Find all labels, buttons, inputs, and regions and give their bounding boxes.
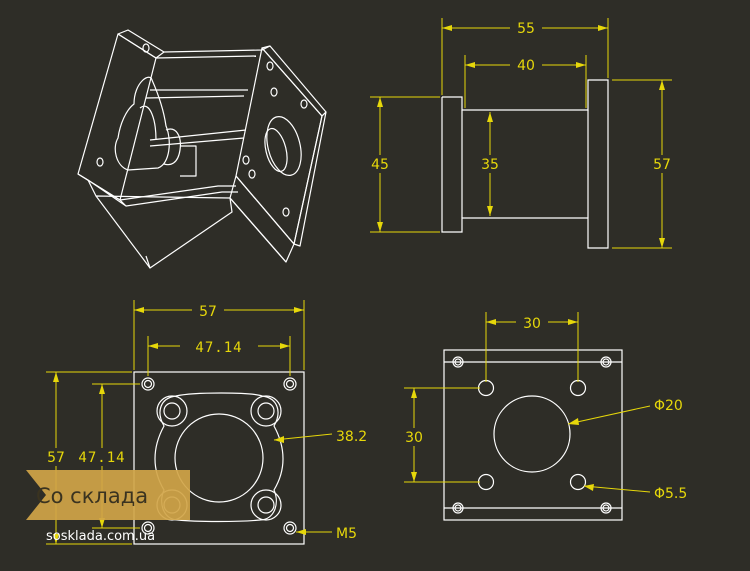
rear-dim-30h-bg [516,314,548,330]
side-dim-width-overall: 55 [517,21,535,37]
side-dim-40-bg [510,57,542,73]
rear-dim-center-bore: Φ20 [654,398,683,414]
front-dim-height-overall: 57 [47,450,65,466]
rear-view-arrows [411,319,594,491]
front-dim-47v-bg [76,448,128,466]
front-dim-hole-spacing-h: 47.14 [195,340,242,356]
isometric-view [77,29,327,269]
front-dim-hole-spacing-v: 47.14 [78,450,125,466]
front-dim-corner-hole: M5 [336,526,357,542]
side-dim-height-left: 45 [371,157,389,173]
rear-dim-hole-spacing-v: 30 [405,430,423,446]
side-dim-height-inner: 35 [481,157,499,173]
front-dim-bore-dia: 38.2 [336,429,367,445]
side-dim-35-bg [478,155,504,173]
watermark-brand: Со склада [36,484,148,508]
front-dim-47-bg [180,338,258,354]
side-dim-45-bg [368,155,394,173]
rear-dim-small-hole: Φ5.5 [654,486,687,502]
side-view: 55 40 45 35 57 [368,18,676,249]
watermark: Со склада sosklada.com.ua [26,470,190,544]
rear-dim-30v-bg [402,428,426,446]
front-view-arrows [53,307,306,544]
side-dim-55-bg [510,20,542,36]
front-dim-57v-bg [44,448,68,466]
front-dim-width-overall: 57 [199,304,217,320]
side-view-arrows [377,25,665,248]
rear-view: 30 30 Φ20 Φ5.5 [402,312,687,521]
front-dim-57-bg [192,302,224,318]
side-view-outline [441,79,609,249]
side-dim-57-bg [650,155,676,173]
rear-dim-hole-spacing-h: 30 [523,316,541,332]
front-view: 57 47.14 57 47.14 38.2 M5 [44,300,367,545]
side-dim-width-body: 40 [517,58,535,74]
watermark-badge [26,470,190,520]
watermark-url: sosklada.com.ua [46,529,155,544]
side-dim-height-right: 57 [653,157,671,173]
